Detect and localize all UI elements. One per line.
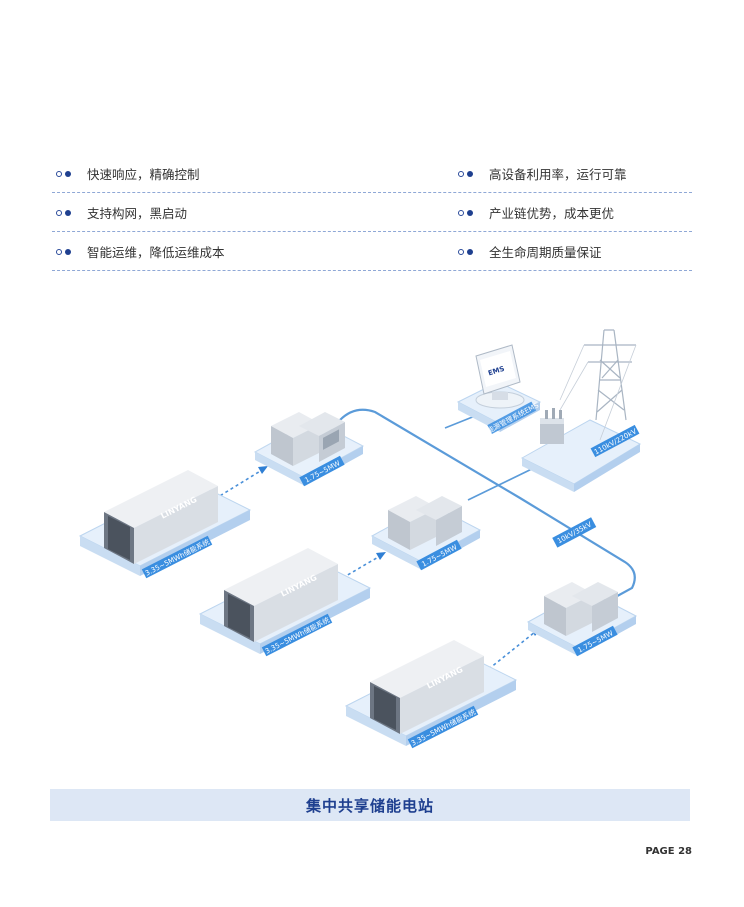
feature-row: 智能运维，降低运维成本 全生命周期质量保证 [52, 232, 692, 271]
diagram-title-bar: 集中共享储能电站 [50, 789, 690, 821]
feature-text: 支持构网，黑启动 [87, 206, 188, 221]
feature-row: 支持构网，黑启动 产业链优势，成本更优 [52, 193, 692, 232]
pcs-label-bg [572, 625, 618, 657]
energy-storage-diagram: EMS 能源管理系统EMS 110kV/220kV 10kV/35kV [78, 329, 642, 749]
flow-arrow-line [321, 555, 381, 591]
arrow-head-icon [258, 466, 268, 474]
storage-container: LINYANG 3.35~5MWh储能系统 [344, 640, 518, 749]
grid-station: 110kV/220kV [520, 329, 642, 492]
bullet-icon [56, 248, 71, 255]
feature-item: 产业链优势，成本更优 [458, 203, 614, 222]
storage-label-bg [141, 535, 213, 579]
feature-text: 全生命周期质量保证 [489, 245, 602, 260]
bus-label-bg [552, 517, 597, 548]
feature-text: 快速响应，精确控制 [87, 167, 200, 182]
arrow-head-icon [376, 552, 386, 560]
diagram-title: 集中共享储能电站 [305, 796, 434, 815]
storage-container: LINYANG 3.35~5MWh储能系统 [198, 548, 372, 657]
bullet-icon [458, 170, 473, 177]
feature-item: 支持构网，黑启动 [56, 203, 187, 222]
pcs-label-bg [416, 539, 462, 571]
pcs-unit: 1.75~5MW [526, 582, 638, 657]
feature-item: 高设备利用率，运行可靠 [458, 164, 627, 183]
feature-text: 产业链优势，成本更优 [489, 206, 615, 221]
ems-label-bg [487, 401, 537, 434]
bullet-icon [458, 248, 473, 255]
feature-row: 快速响应，精确控制 高设备利用率，运行可靠 [52, 154, 692, 193]
feature-text: 智能运维，降低运维成本 [87, 245, 225, 260]
feature-text: 高设备利用率，运行可靠 [489, 167, 627, 182]
flow-arrow-line [204, 469, 263, 506]
ems-station: EMS 能源管理系统EMS [456, 344, 542, 435]
bullet-icon [458, 209, 473, 216]
storage-label-bg [407, 705, 479, 749]
grid-link-line [467, 464, 541, 501]
pcs-unit: 1.75~5MW [253, 412, 365, 487]
page-number: PAGE 28 [645, 846, 692, 857]
feature-list: 快速响应，精确控制 高设备利用率，运行可靠 支持构网，黑启动 产业链优势，成本更… [52, 154, 692, 271]
storage-container: LINYANG 3.35~5MWh储能系统 [78, 470, 252, 579]
feature-item: 全生命周期质量保证 [458, 242, 602, 261]
feature-item: 快速响应，精确控制 [56, 164, 200, 183]
feature-item: 智能运维，降低运维成本 [56, 242, 225, 261]
storage-label-bg [261, 613, 333, 657]
pcs-unit: 1.75~5MW [370, 496, 482, 571]
grid-label-bg [590, 424, 640, 458]
transformer-icon [540, 408, 564, 444]
pcs-label-bg [299, 455, 345, 487]
bullet-icon [56, 209, 71, 216]
bullet-icon [56, 170, 71, 177]
transmission-tower-icon [559, 329, 637, 441]
